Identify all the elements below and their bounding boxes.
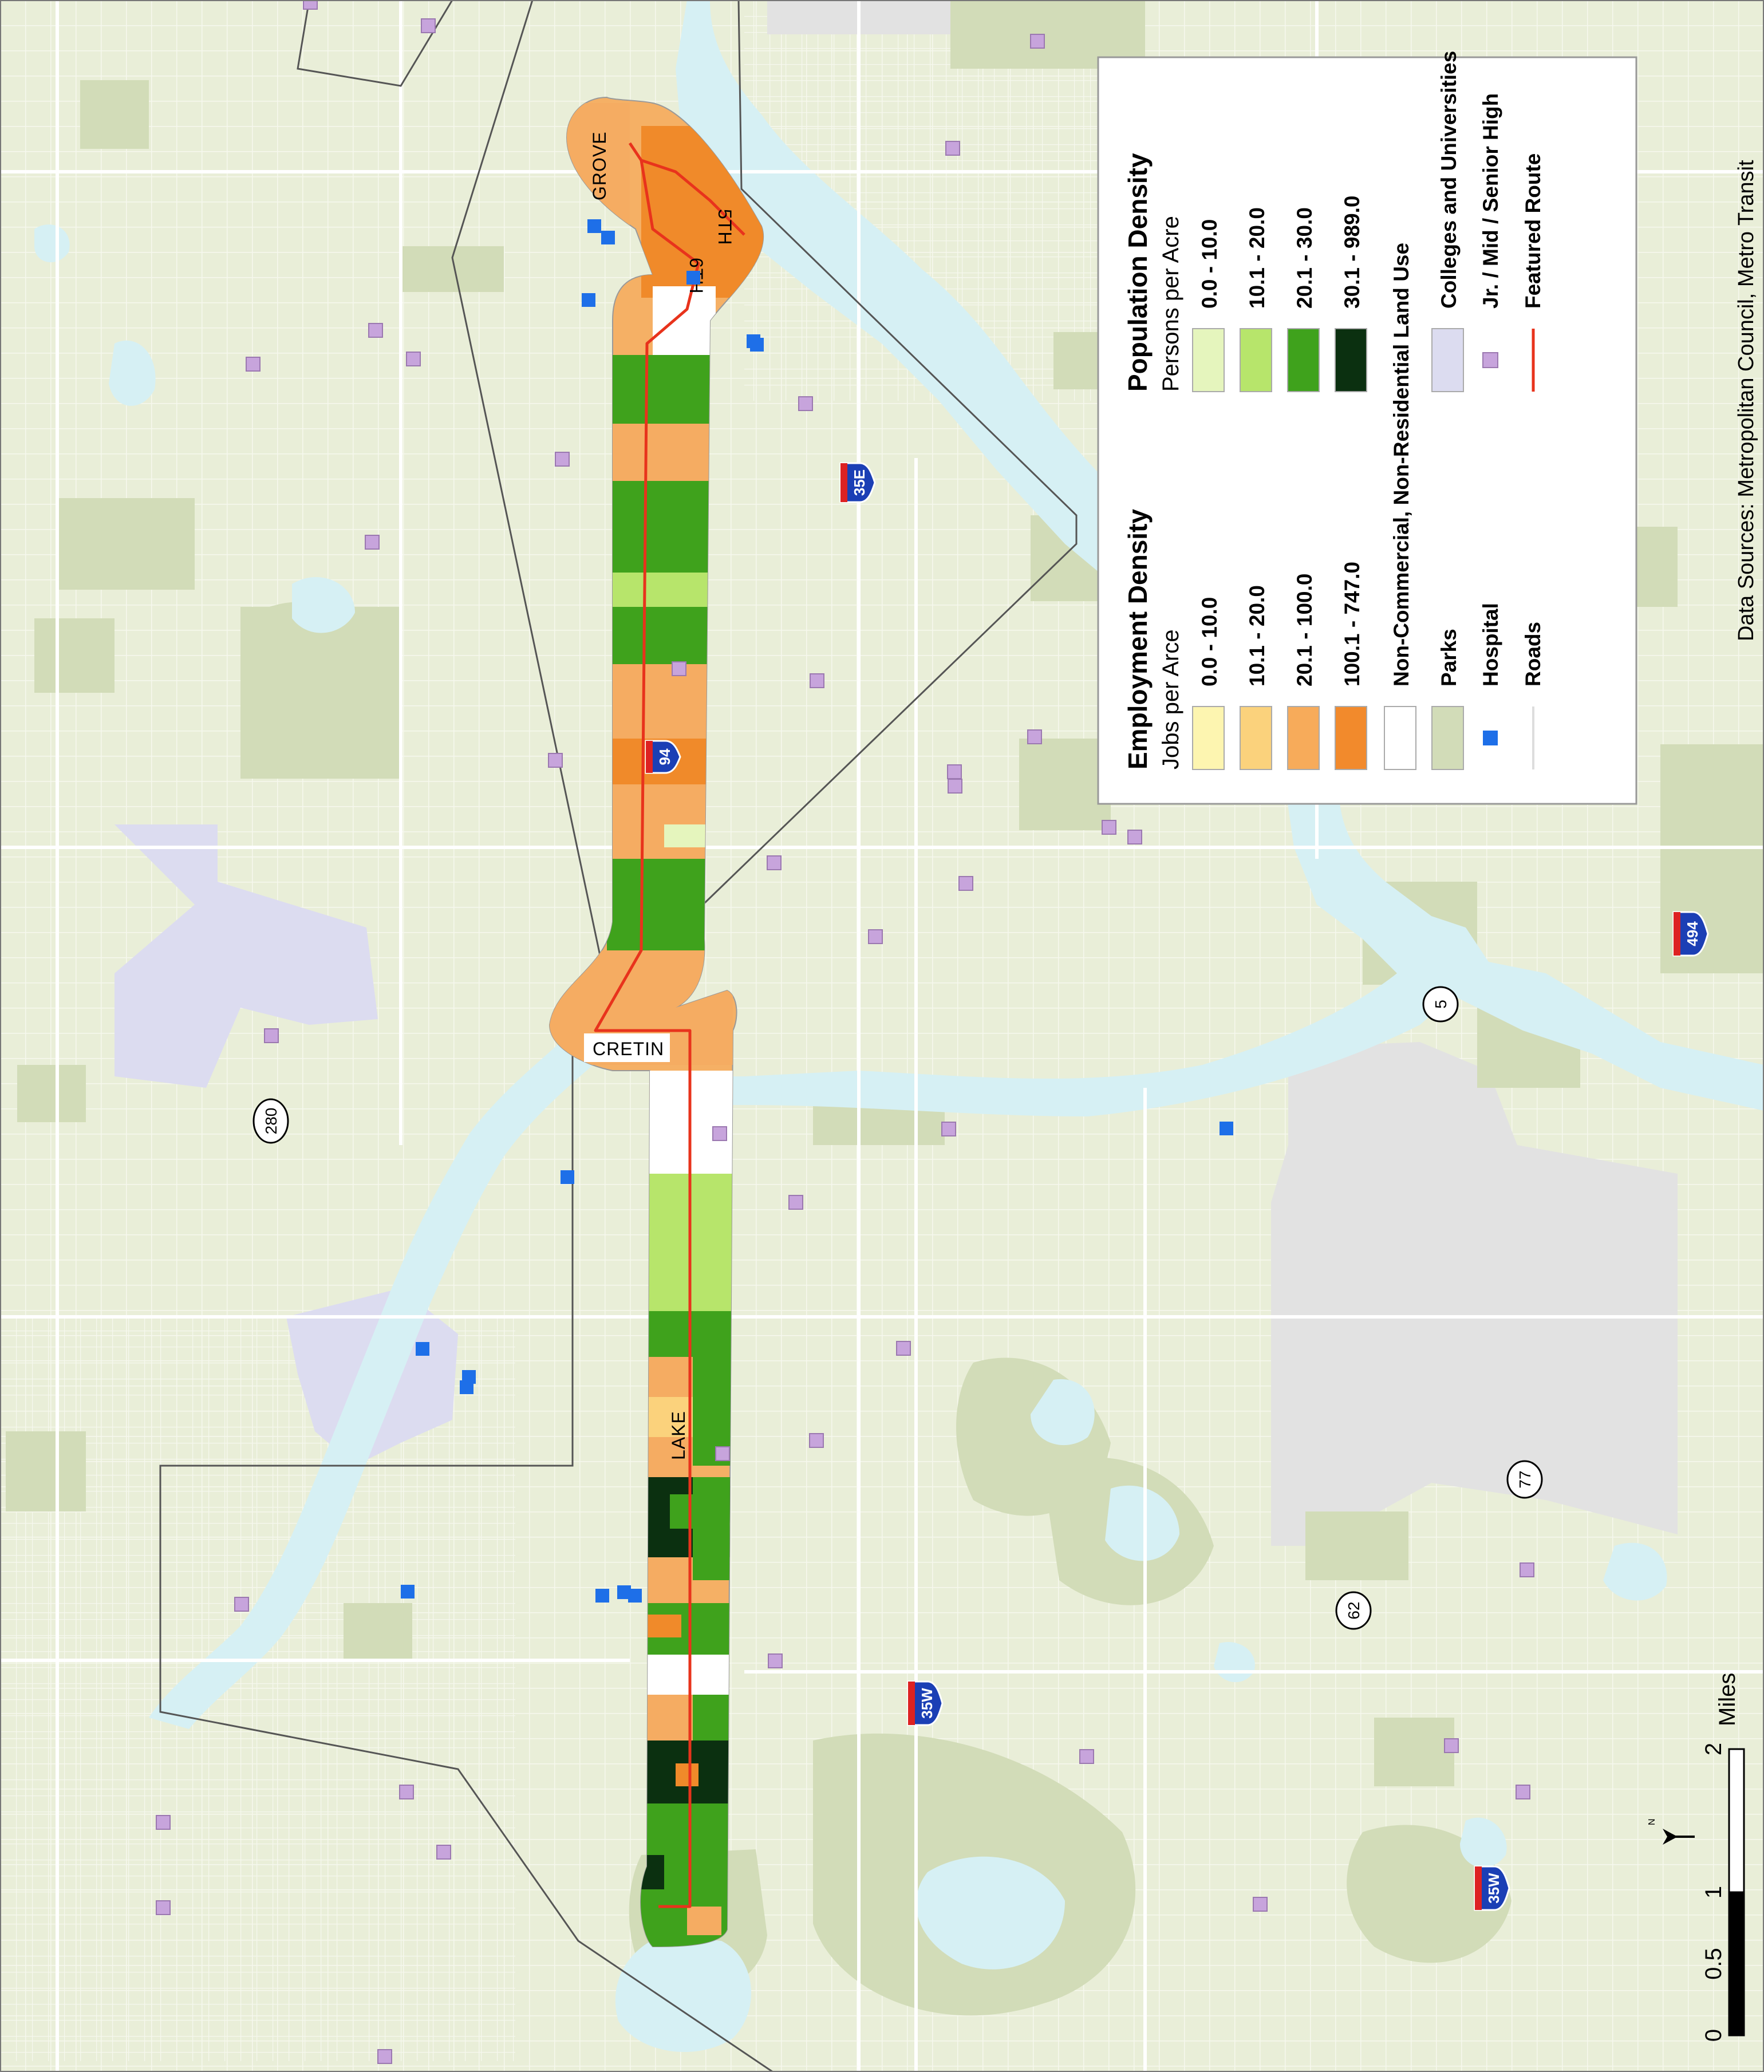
shield-i35w-south: 35W (1474, 1865, 1510, 1911)
svg-text:0: 0 (1701, 2029, 1726, 2042)
city-boundary (159, 0, 1078, 2072)
label-cretin-bg (584, 1033, 670, 1062)
featured-route (594, 142, 745, 1908)
label-5th: 5TH (715, 209, 735, 245)
svg-text:Colleges and Universities: Colleges and Universities (1437, 51, 1461, 309)
legend-parks-swatch (1431, 706, 1464, 770)
legend-employment-subtitle: Jobs per Arce (1158, 629, 1183, 769)
legend-nonres-swatch (1384, 706, 1416, 770)
svg-text:0.0 - 10.0: 0.0 - 10.0 (1198, 219, 1221, 309)
svg-text:2: 2 (1701, 1743, 1726, 1755)
legend-box (1097, 56, 1637, 805)
legend-population-subtitle: Persons per Acre (1158, 216, 1183, 392)
svg-text:Parks: Parks (1437, 629, 1461, 686)
legend-colleges-swatch (1431, 328, 1464, 392)
hospital-markers (401, 219, 1233, 1603)
shield-route-5: 5 (1422, 986, 1459, 1023)
svg-text:100.1 - 747.0: 100.1 - 747.0 (1340, 562, 1364, 686)
data-source: Data Sources: Metropolitan Council, Metr… (1734, 160, 1758, 641)
svg-text:30.1 - 989.0: 30.1 - 989.0 (1340, 196, 1364, 309)
shield-i35e: 35E (839, 462, 876, 503)
svg-text:35E: 35E (851, 469, 868, 496)
legend-hospital-swatch (1483, 731, 1498, 745)
legend-employment-title: Employment Density (1123, 509, 1153, 769)
legend-school-swatch (1482, 352, 1498, 368)
svg-text:Hospital: Hospital (1479, 603, 1502, 686)
corridor-buffer (548, 96, 764, 1948)
svg-text:280: 280 (262, 1108, 280, 1135)
label-lake: LAKE (668, 1411, 689, 1460)
svg-text:0.5: 0.5 (1701, 1948, 1726, 1980)
svg-text:10.1 - 20.0: 10.1 - 20.0 (1245, 585, 1269, 686)
svg-text:35W: 35W (1485, 1873, 1502, 1904)
legend-population-title: Population Density (1123, 153, 1153, 392)
label-grove: GROVE (589, 131, 610, 200)
svg-text:35W: 35W (918, 1688, 936, 1719)
shield-i494: 494 (1672, 911, 1709, 957)
svg-text:62: 62 (1345, 1601, 1363, 1619)
shield-route-280: 280 (252, 1098, 289, 1144)
svg-text:Miles: Miles (1715, 1673, 1740, 1726)
shield-route-62: 62 (1335, 1591, 1372, 1630)
svg-text:Non-Commercial, Non-Residentia: Non-Commercial, Non-Residential Land Use (1390, 243, 1413, 686)
svg-text:Roads: Roads (1521, 622, 1545, 686)
svg-text:1: 1 (1701, 1886, 1726, 1899)
svg-text:N: N (1647, 1818, 1657, 1825)
city-boundary-north (451, 0, 619, 1043)
shield-i94: 94 (645, 740, 681, 774)
legend-population-classes: 0.0 - 10.0 10.1 - 20.0 20.1 - 30.0 30.1 … (1192, 196, 1367, 392)
svg-text:20.1 - 100.0: 20.1 - 100.0 (1293, 574, 1316, 686)
svg-text:Jr. / Mid / Senior High: Jr. / Mid / Senior High (1479, 93, 1502, 309)
svg-text:0.0 - 10.0: 0.0 - 10.0 (1198, 597, 1221, 686)
svg-text:Featured Route: Featured Route (1521, 153, 1545, 309)
legend-other-items: Non-Commercial, Non-Residential Land Use… (1384, 51, 1545, 770)
svg-text:77: 77 (1516, 1470, 1534, 1488)
svg-text:5: 5 (1432, 1000, 1450, 1009)
label-cretin: CRETIN (593, 1039, 664, 1059)
legend-employment-classes: 0.0 - 10.0 10.1 - 20.0 20.1 - 100.0 100.… (1192, 562, 1367, 770)
svg-text:494: 494 (1684, 921, 1701, 946)
shield-i35w-north: 35W (907, 1680, 944, 1726)
legend: Employment Density Jobs per Arce 0.0 - 1… (1097, 51, 1637, 805)
shield-route-77: 77 (1506, 1460, 1543, 1499)
svg-text:94: 94 (656, 748, 673, 765)
water-features (34, 0, 1764, 2052)
scale-bar: 0 0.5 1 2 Miles (1701, 1673, 1745, 2042)
svg-text:20.1 - 30.0: 20.1 - 30.0 (1293, 207, 1316, 309)
school-markers (156, 0, 1534, 2064)
north-arrow-icon: N (1647, 1818, 1695, 1845)
svg-text:10.1 - 20.0: 10.1 - 20.0 (1245, 207, 1269, 309)
street-grid-downtown (0, 1317, 515, 2061)
